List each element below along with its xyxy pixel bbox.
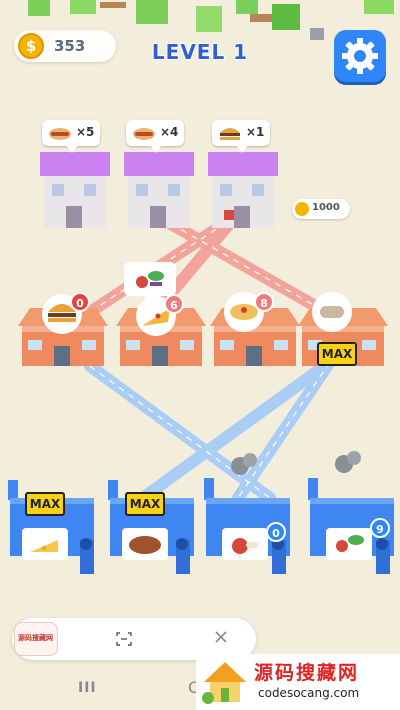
- vegetables-hint-bubble: [124, 262, 176, 302]
- house-2-order-bubble: ×4: [126, 120, 184, 153]
- factory-2-max-tag: MAX: [125, 492, 165, 516]
- settings-button[interactable]: [334, 30, 386, 82]
- scan-icon[interactable]: [116, 632, 132, 646]
- house-3-order-bubble: ×1: [212, 120, 270, 153]
- coin-amount: 353: [54, 37, 86, 55]
- vegetables-icon: [336, 540, 348, 552]
- avatar-text: 源码搜藏网: [18, 634, 53, 642]
- restaurant-3-count: 8: [254, 292, 274, 312]
- road-blue-markings: [89, 361, 331, 499]
- house-1-order-bubble: ×5: [42, 120, 100, 153]
- factory-1-panel: [22, 528, 68, 560]
- burger-icon: [220, 128, 240, 140]
- factory-1-max-tag: MAX: [25, 492, 65, 516]
- unlock-price: 1000: [312, 202, 340, 213]
- vegetables-icon: [136, 276, 148, 288]
- gear-icon: [342, 38, 378, 74]
- coin-icon: $: [18, 33, 44, 59]
- factory-4-panel: [326, 528, 372, 560]
- house-2[interactable]: [124, 152, 194, 228]
- trees-scenery: [28, 0, 394, 40]
- restaurant-1-count: 0: [70, 292, 90, 312]
- restaurant-2-count: 6: [164, 294, 184, 314]
- system-back-button[interactable]: C: [188, 678, 200, 697]
- patty-icon: [129, 536, 161, 554]
- system-menu-button[interactable]: III: [78, 680, 97, 696]
- unlock-price-tag[interactable]: 1000: [292, 199, 350, 219]
- house-2-order-count: ×4: [160, 125, 179, 139]
- hotdog-icon: [133, 128, 155, 140]
- burrito-icon: [320, 306, 344, 318]
- avatar[interactable]: 源码搜藏网: [14, 622, 58, 656]
- road-red-markings: [77, 211, 341, 321]
- house-1-order-count: ×5: [76, 125, 95, 139]
- house-3-order-count: ×1: [246, 125, 265, 139]
- coin-icon: [295, 202, 309, 216]
- factory-3-count: 0: [266, 522, 286, 542]
- coin-counter: $ 353: [14, 30, 116, 62]
- restaurant-4-max-tag: MAX: [317, 342, 357, 366]
- level-label: LEVEL 1: [151, 40, 249, 64]
- house-3[interactable]: [208, 152, 278, 228]
- close-icon[interactable]: [214, 630, 228, 644]
- watermark: [196, 654, 400, 710]
- house-1[interactable]: [40, 152, 110, 228]
- watermark-url: codesocang.com: [258, 686, 360, 700]
- hotdog-icon: [49, 128, 71, 140]
- watermark-title: 源码搜藏网: [254, 662, 360, 684]
- meat-icon: [232, 538, 248, 554]
- factory-4-count: 9: [370, 518, 390, 538]
- burger-icon: [48, 304, 76, 312]
- house-logo-icon: [202, 662, 246, 704]
